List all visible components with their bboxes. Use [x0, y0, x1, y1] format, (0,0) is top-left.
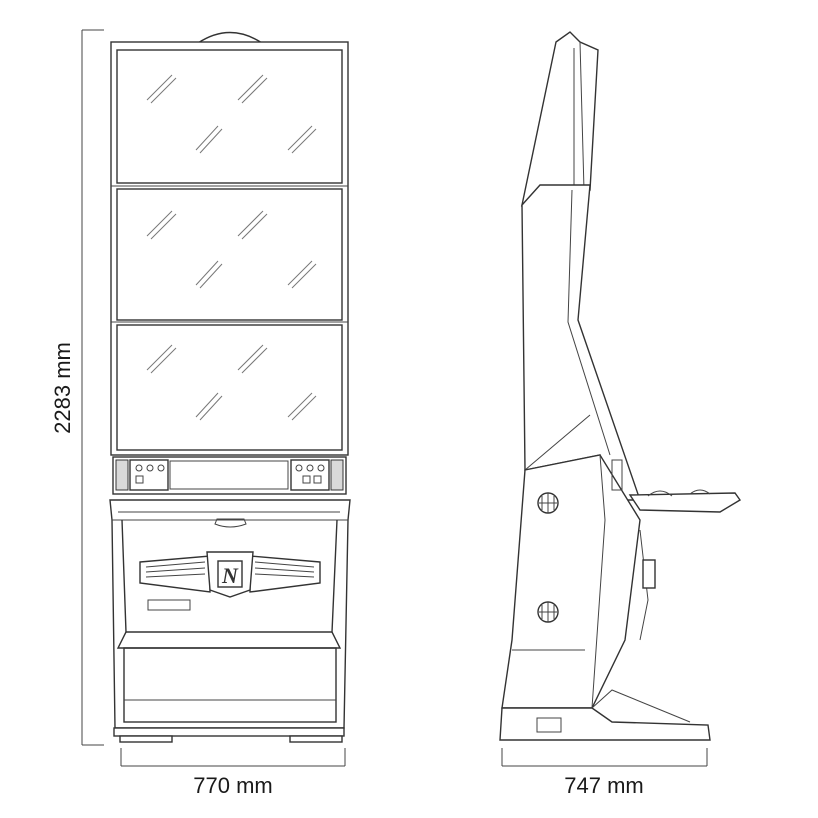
emblem-wing-left: [139, 555, 211, 593]
emblem-wing-left-stripes: [145, 561, 206, 578]
emblem-wing-right-stripes: [254, 561, 315, 578]
deck-side-left: [115, 459, 129, 491]
card-slot: [147, 599, 191, 611]
deck-button: [317, 464, 325, 472]
screen-middle: [116, 188, 343, 321]
side-vents: [537, 492, 559, 623]
emblem-logo-box: [217, 560, 243, 588]
deck-button: [135, 475, 144, 484]
emblem: N: [139, 551, 321, 598]
deck-button: [135, 464, 143, 472]
deck-side-right: [330, 459, 344, 491]
glass-reflections: [146, 74, 317, 421]
deck-button: [313, 475, 322, 484]
button-panel-left: [129, 459, 169, 491]
button-deck: [112, 456, 347, 495]
side-control-deck: [628, 492, 742, 513]
lower-cabinet: [109, 499, 351, 729]
foot-left: [119, 735, 173, 743]
deck-button: [157, 464, 165, 472]
side-lower-body-contour: [591, 454, 606, 709]
front-width-dimension: 770 mm: [120, 748, 346, 798]
button-panel-right: [290, 459, 330, 491]
deck-button: [302, 475, 311, 484]
side-base-strut: [591, 689, 691, 723]
vent-lower-grille: [539, 602, 557, 622]
front-width-label: 770 mm: [193, 773, 272, 798]
side-cabinet-front-edge: [639, 529, 649, 641]
door-panel: [123, 647, 337, 723]
side-upper-body-diagonal: [524, 414, 591, 471]
front-view: N: [109, 31, 351, 743]
screen-bottom: [116, 324, 343, 451]
side-view: [499, 31, 742, 741]
emblem-logo-letter: N: [221, 563, 239, 588]
base-plinth: [113, 727, 345, 737]
side-depth-dimension: 747 mm: [501, 748, 708, 798]
side-topper: [520, 31, 599, 207]
foot-right: [289, 735, 343, 743]
emblem-wing-right: [249, 555, 321, 593]
side-base: [499, 707, 711, 741]
side-base-plate: [536, 717, 562, 733]
deck-button: [306, 464, 314, 472]
side-lower-body: [501, 454, 641, 709]
screen-top: [116, 49, 343, 184]
side-topper-edges: [573, 41, 585, 191]
side-upper-body: [521, 184, 641, 501]
side-control-deck-buttons: [647, 489, 711, 497]
deck-button: [295, 464, 303, 472]
side-upper-body-contour: [567, 189, 611, 456]
deck-button: [146, 464, 154, 472]
height-dimension: 2283 mm: [50, 29, 104, 746]
side-bill-acceptor: [642, 559, 656, 589]
belly-panel-handle: [214, 518, 247, 528]
side-control-handle: [611, 459, 623, 491]
deck-buttons: [135, 464, 325, 484]
deck-center-panel: [169, 460, 289, 490]
vent-upper-grille: [539, 493, 557, 513]
side-depth-label: 747 mm: [564, 773, 643, 798]
belly-panel: [121, 519, 338, 633]
screen-frame: [110, 41, 349, 456]
height-label: 2283 mm: [50, 342, 75, 434]
